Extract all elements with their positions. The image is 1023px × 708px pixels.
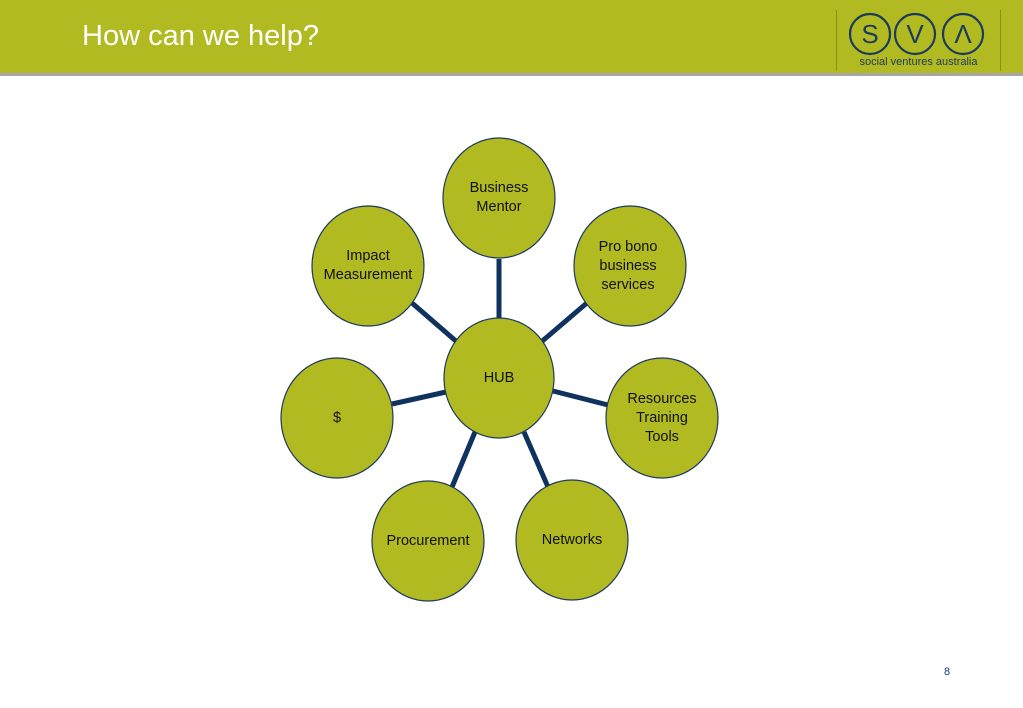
- node-label-networks: Networks: [541, 531, 603, 548]
- node-business-mentor: [442, 137, 556, 259]
- connector-dollar: [391, 389, 447, 407]
- sva-logo-mark: S V Λ: [848, 12, 985, 56]
- connector-pro-bono: [538, 300, 590, 345]
- connector-impact: [410, 301, 459, 344]
- header-bar: How can we help? S V Λ social ventures a…: [0, 0, 1023, 76]
- page-title: How can we help?: [82, 20, 319, 52]
- sva-logo: S V Λ social ventures australia: [836, 10, 1001, 71]
- connector-networks: [521, 431, 551, 488]
- node-label-procurement: Procurement: [386, 532, 470, 549]
- node-dollar: [280, 357, 394, 479]
- logo-letter-s: S: [861, 19, 878, 49]
- logo-letter-v: V: [906, 19, 924, 49]
- connector-resources: [552, 388, 609, 408]
- node-label-hub: HUB: [483, 369, 515, 386]
- nodes: [280, 137, 719, 602]
- node-impact: [311, 205, 425, 327]
- node-networks: [515, 479, 629, 601]
- connector-procurement: [449, 431, 478, 488]
- logo-text: social ventures australia: [859, 56, 978, 68]
- connectors: [391, 259, 609, 488]
- page-number: 8: [944, 666, 951, 678]
- node-procurement: [371, 480, 485, 602]
- node-pro-bono: [573, 205, 687, 327]
- node-label-dollar: $: [332, 409, 342, 426]
- node-label-business-mentor: Business Mentor: [469, 180, 529, 215]
- node-label-resources: Resources Training Tools: [627, 390, 697, 445]
- logo-letter-a: Λ: [954, 19, 972, 49]
- node-label-impact: Impact Measurement: [323, 248, 413, 283]
- node-label-pro-bono: Pro bono business services: [598, 238, 658, 293]
- node-resources: [605, 357, 719, 479]
- node-hub: [443, 317, 555, 439]
